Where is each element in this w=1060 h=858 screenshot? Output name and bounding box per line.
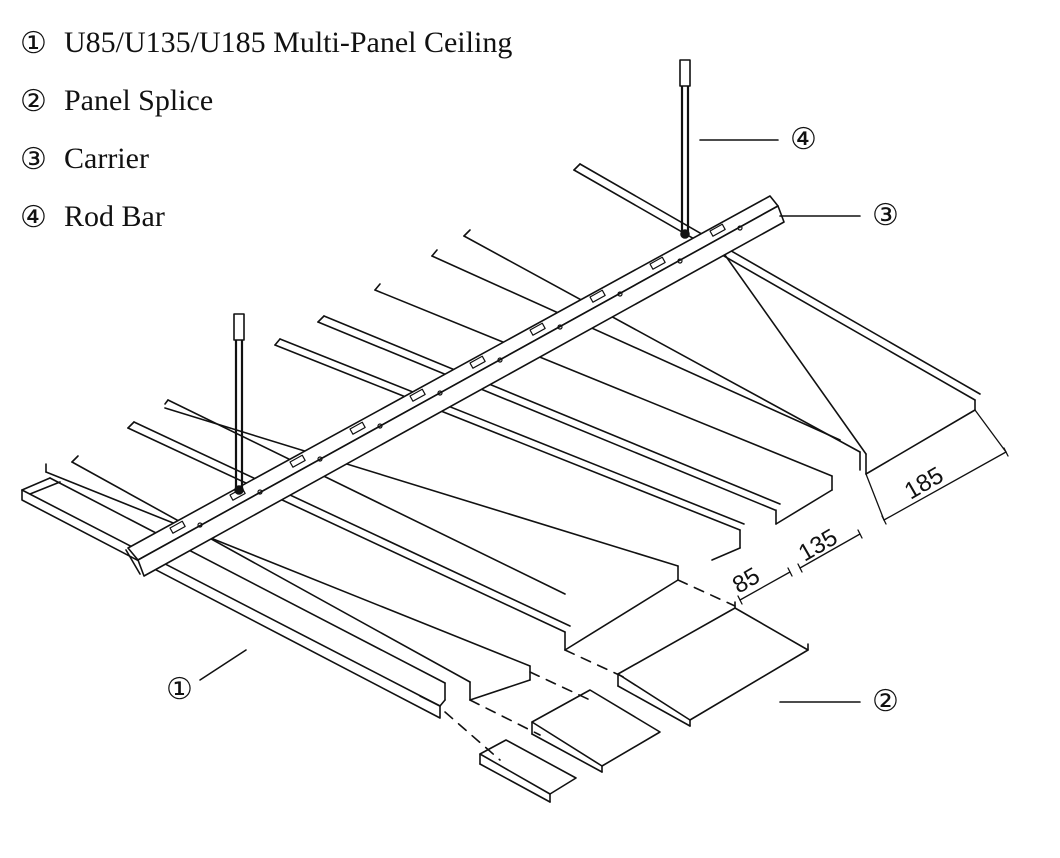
legend-item-splice: ② Panel Splice [20, 72, 512, 130]
callout-carrier: ③ [872, 199, 899, 232]
callout-leader-panel [199, 649, 247, 681]
panel-continuation-lines [444, 579, 736, 761]
panel-u185 [127, 407, 679, 651]
legend-item-rod-bar: ④ Rod Bar [20, 188, 512, 246]
legend-number: ① [20, 26, 47, 60]
legend: ① U85/U135/U185 Multi-Panel Ceiling ② Pa… [20, 14, 512, 246]
rod-bar-back [679, 59, 691, 239]
panel-u135-mid [317, 283, 833, 525]
panel-u185-back [573, 163, 981, 475]
dimension-lines [737, 409, 1009, 605]
legend-item-panel: ① U85/U135/U185 Multi-Panel Ceiling [20, 14, 512, 72]
panel-u85-front [21, 477, 446, 719]
panel-u135-back [431, 229, 861, 471]
callout-panel-splice: ② [872, 685, 899, 718]
callout-rod-bar: ④ [790, 123, 817, 156]
legend-number: ③ [20, 142, 47, 176]
callout-panel: ① [166, 673, 193, 706]
legend-number: ④ [20, 200, 47, 234]
legend-number: ② [20, 84, 47, 118]
panel-splice-pieces [479, 601, 809, 803]
legend-label: Carrier [64, 142, 149, 175]
panel-u135 [45, 455, 531, 701]
legend-label: Rod Bar [64, 200, 165, 233]
rod-bar-front [233, 313, 245, 495]
panel-u85-mid [164, 338, 745, 595]
legend-label: U85/U135/U185 Multi-Panel Ceiling [64, 26, 513, 59]
legend-label: Panel Splice [64, 84, 214, 117]
legend-item-carrier: ③ Carrier [20, 130, 512, 188]
carrier-slots [169, 223, 743, 534]
carrier-rail [125, 195, 785, 577]
